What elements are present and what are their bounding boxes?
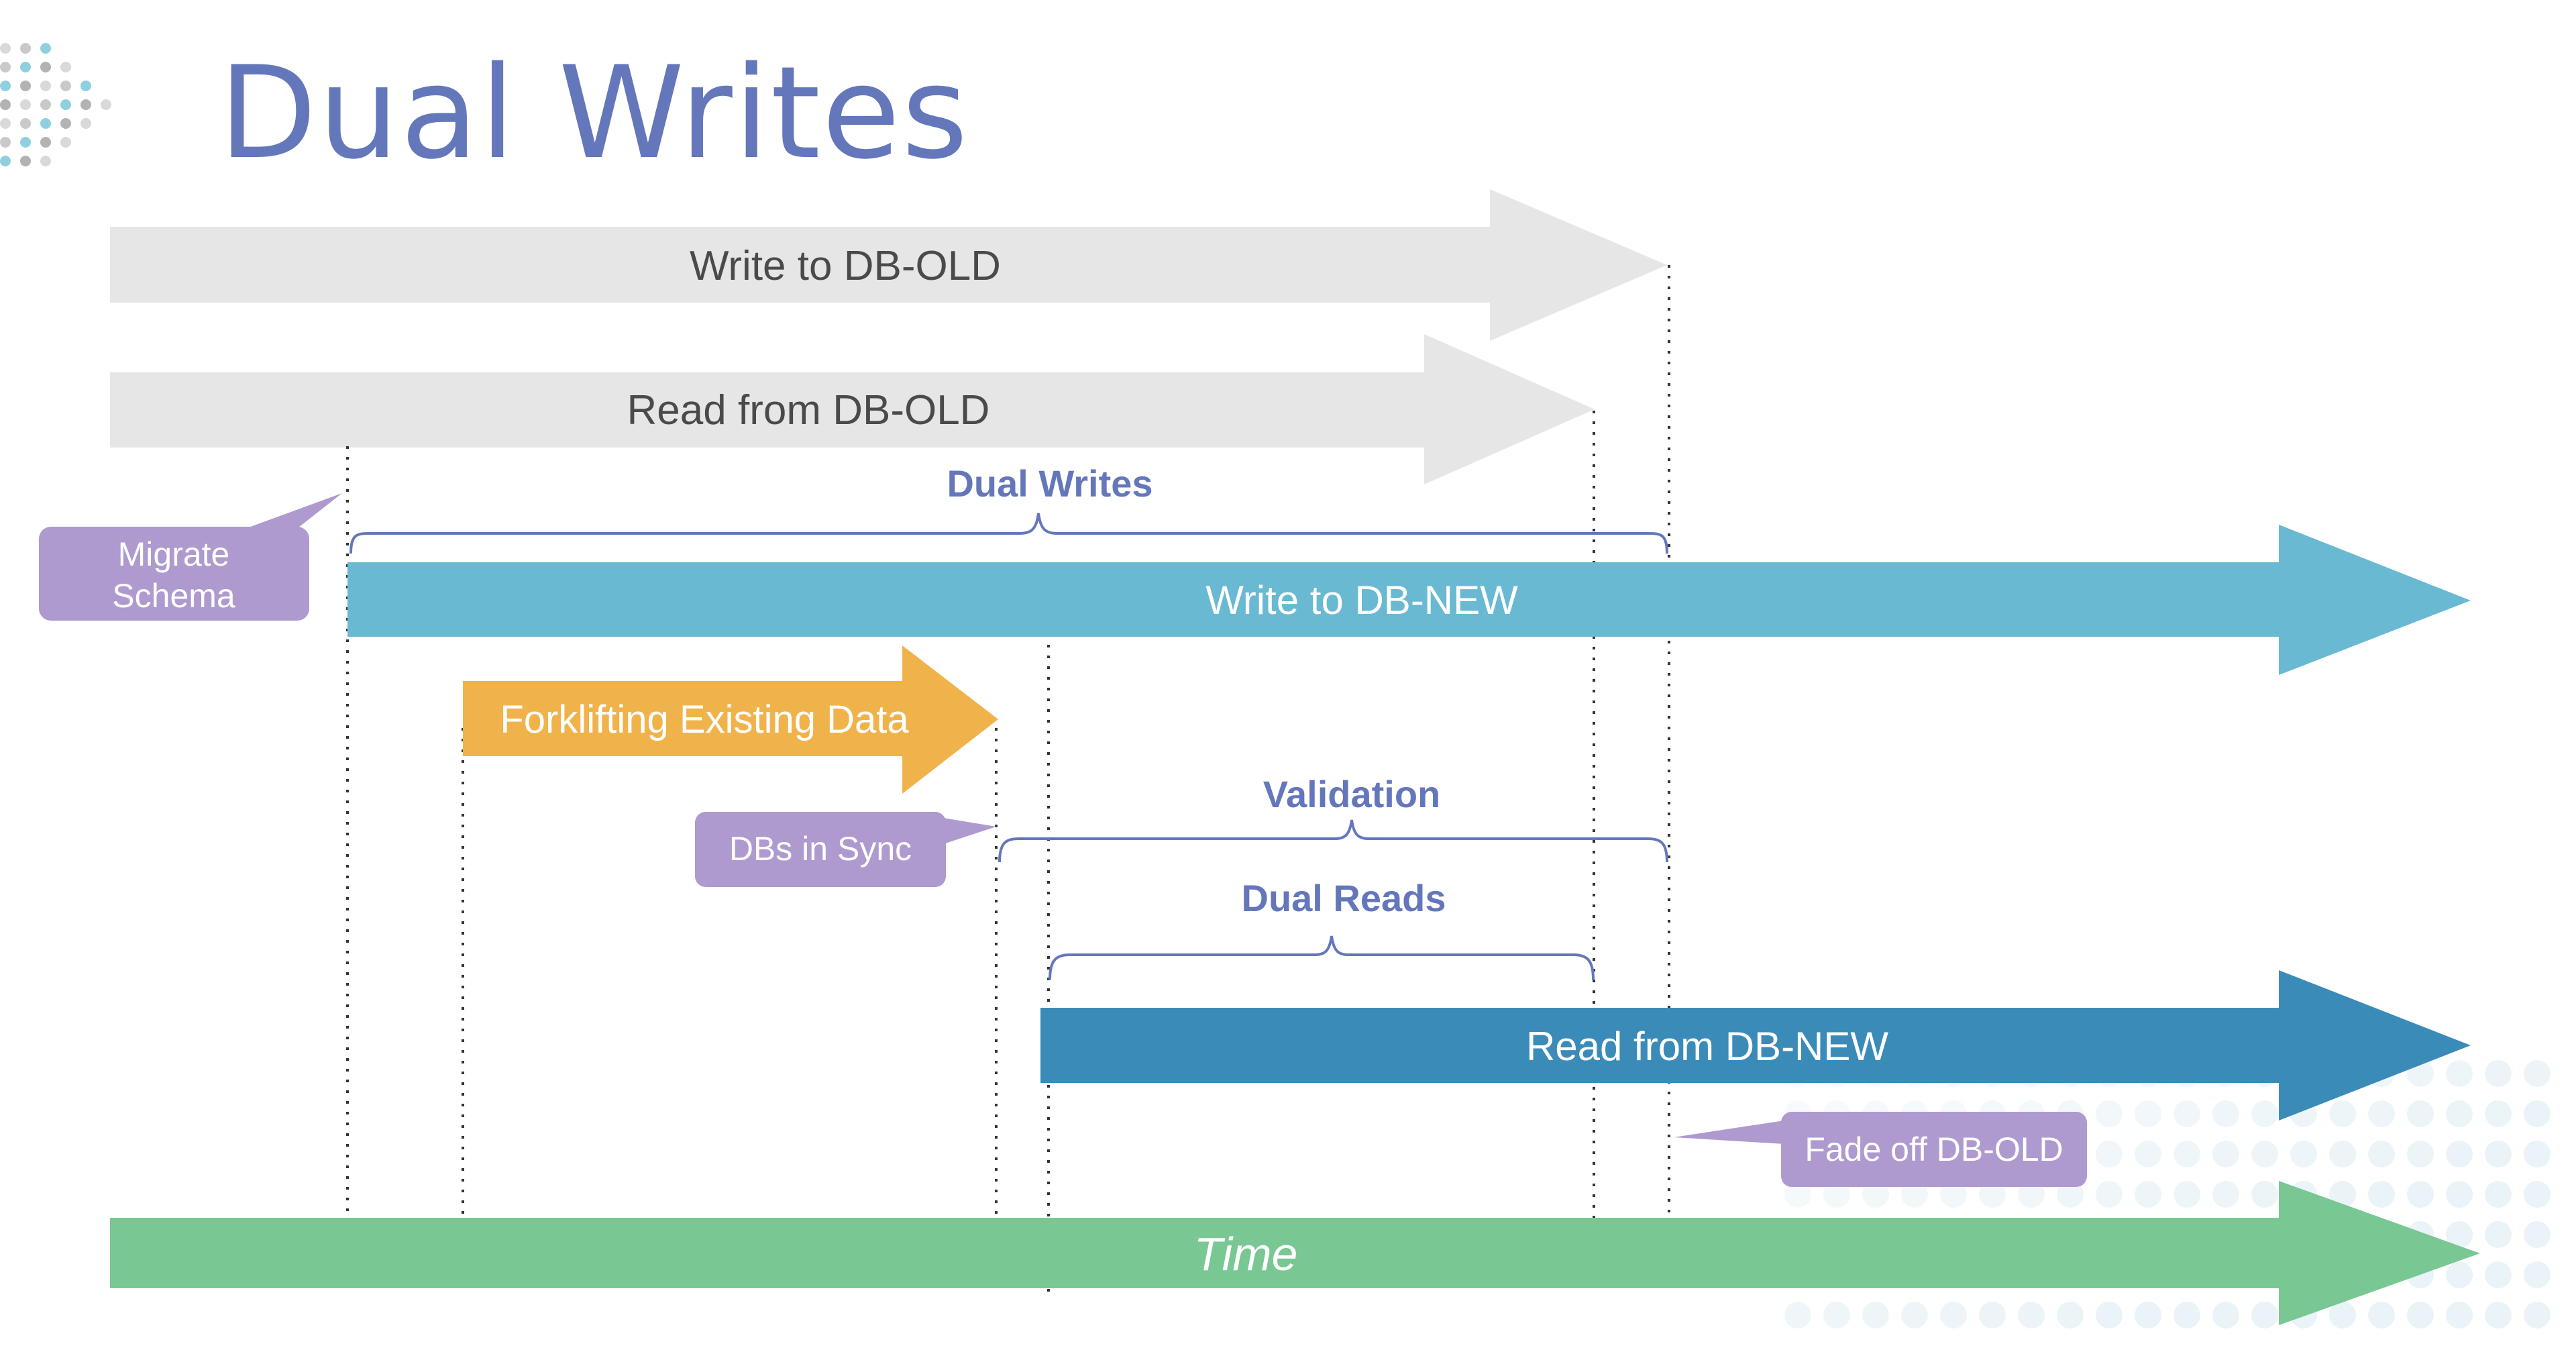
arrow-forklifting: Forklifting Existing Data (463, 645, 998, 794)
arrow-label-forklifting: Forklifting Existing Data (500, 698, 909, 741)
callout-fade-off-db-old: Fade off DB-OLD (1674, 1112, 2087, 1187)
arrow-label-write-db-new: Write to DB-NEW (1205, 578, 1518, 623)
callout-migrate-schema: Migrate Schema (39, 493, 342, 621)
arrow-time: Time (110, 1181, 2480, 1325)
arrow-read-db-old: Read from DB-OLD (110, 334, 1595, 484)
callout-dbs-in-sync: DBs in Sync (695, 812, 996, 887)
callout-migrate-line2: Schema (112, 577, 235, 615)
brace-label-dual-writes: Dual Writes (947, 462, 1152, 505)
arrow-write-db-old: Write to DB-OLD (110, 189, 1667, 341)
page-title: Dual Writes (219, 39, 969, 187)
brace-dual-writes: Dual Writes (350, 462, 1668, 554)
brace-validation: Validation (998, 773, 1668, 863)
callout-fade-off-label: Fade off DB-OLD (1805, 1131, 2063, 1168)
arrow-label-read-db-new: Read from DB-NEW (1526, 1024, 1888, 1069)
arrow-label-write-db-old: Write to DB-OLD (690, 243, 1001, 289)
arrow-label-read-db-old: Read from DB-OLD (627, 387, 990, 433)
arrow-label-time: Time (1194, 1228, 1298, 1280)
callout-migrate-line1: Migrate (118, 535, 230, 573)
dotted-guides (346, 265, 1670, 1292)
brace-label-dual-reads: Dual Reads (1242, 877, 1446, 919)
callout-dbs-in-sync-label: DBs in Sync (729, 830, 912, 868)
brace-dual-reads: Dual Reads (1049, 877, 1595, 980)
arrow-write-db-new: Write to DB-NEW (347, 525, 2471, 675)
brace-label-validation: Validation (1263, 773, 1441, 815)
decorative-dots-top-left (0, 43, 111, 166)
arrow-read-db-new: Read from DB-NEW (1040, 970, 2471, 1121)
